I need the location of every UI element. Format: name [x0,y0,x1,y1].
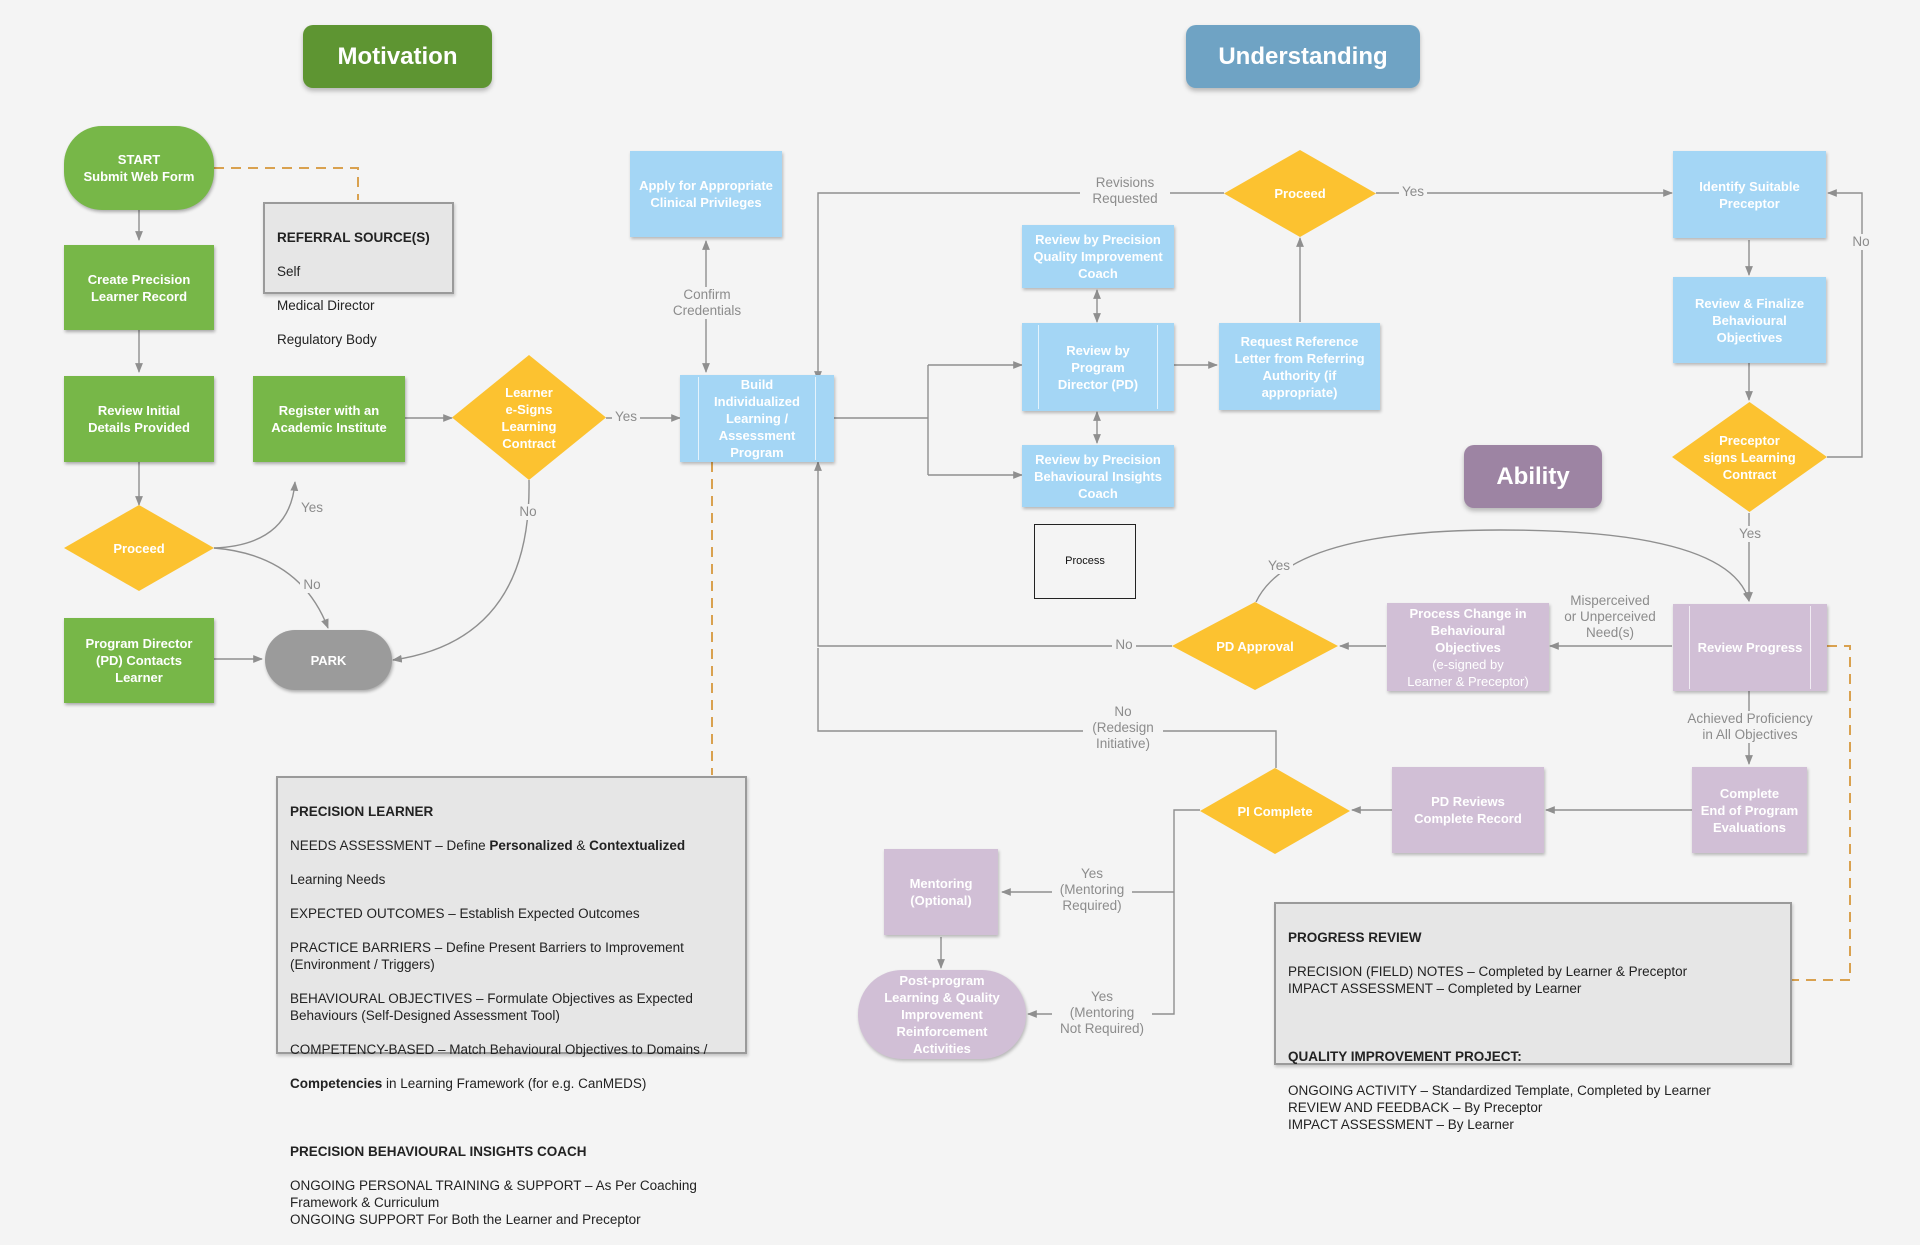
edge-proceed-no-park [213,547,329,629]
review-progress-node[interactable]: Review Progress [1673,604,1827,691]
dashed-start-referral [214,167,359,200]
header-understanding: Understanding [1186,25,1420,88]
referral-source-box: REFERRAL SOURCE(S) Self Medical Director… [263,202,454,347]
header-motivation: Motivation [303,25,492,88]
note-competency: COMPETENCY-BASED – Match Behavioural Obj… [290,1042,708,1057]
review-finalize-node[interactable]: Review & Finalize Behavioural Objectives [1673,277,1826,363]
pd-approval-label: PD Approval [1216,638,1294,654]
referral-title: REFERRAL SOURCE(S) [277,230,430,245]
edge-label-achieved: Achieved Proficiency in All Objectives [1680,711,1820,743]
edge-label-yes-mentoring: Yes (Mentoring Required) [1052,866,1132,914]
request-letter-node[interactable]: Request Reference Letter from Referring … [1219,323,1380,410]
header-ability: Ability [1464,445,1602,508]
note-behavioural: BEHAVIOURAL OBJECTIVES – Formulate Objec… [290,991,693,1023]
edge-label-yes: Yes [1399,184,1427,200]
note-title: PRECISION LEARNER [290,804,434,819]
start-node[interactable]: START Submit Web Form [64,126,214,210]
register-node[interactable]: Register with an Academic Institute [253,376,405,462]
edge-pi-no-redesign [817,648,1277,768]
proceed-decision-1-label: Proceed [113,540,165,556]
edge-approval-yes-loop [1255,529,1751,603]
create-record-node[interactable]: Create Precision Learner Record [64,245,214,330]
identify-preceptor-node[interactable]: Identify Suitable Preceptor [1673,151,1826,238]
progress-lines: PRECISION (FIELD) NOTES – Completed by L… [1288,964,1688,996]
review-initial-node[interactable]: Review Initial Details Provided [64,376,214,462]
edge-label-no: No [516,504,540,520]
edge-label-yes: Yes [1736,526,1764,542]
learner-esigns-label: Learner e-Signs Learning Contract [501,384,557,451]
apply-privileges-node[interactable]: Apply for Appropriate Clinical Privilege… [630,151,782,237]
proceed-decision-2[interactable]: Proceed [1224,150,1376,237]
process-change-subtitle: (e-signed by Learner & Preceptor) [1407,656,1529,689]
edge-label-revisions: Revisions Requested [1080,175,1170,207]
precision-learner-note: PRECISION LEARNER NEEDS ASSESSMENT – Def… [276,776,747,1227]
learner-esigns-decision[interactable]: Learner e-Signs Learning Contract [452,355,606,480]
process-change-node[interactable]: Process Change in Behavioural Objectives… [1387,603,1549,691]
note-needs: NEEDS ASSESSMENT – Define Personalized &… [290,838,686,853]
edge-label-no: No [1849,234,1873,250]
flowchart-canvas: Motivation Understanding Ability START S… [64,25,1873,1227]
review-pd-label: Review by Program Director (PD) [1057,342,1139,392]
edge-label-yes: Yes [298,500,326,516]
process-shape[interactable]: Process [1034,524,1136,599]
note-competency-cont: Competencies in Learning Framework (for … [290,1076,647,1091]
progress-title: PROGRESS REVIEW [1288,930,1422,945]
edge-label-yes: Yes [1265,558,1293,574]
note-coach-title: PRECISION BEHAVIOURAL INSIGHTS COACH [290,1144,587,1159]
preceptor-signs-decision[interactable]: Preceptor signs Learning Contract [1672,402,1827,512]
edge-label-yes-not-required: Yes (Mentoring Not Required) [1052,989,1152,1037]
process-change-title: Process Change in Behavioural Objectives [1409,605,1527,655]
edge-label-misperceived: Misperceived or Unperceived Need(s) [1560,593,1660,641]
referral-item: Regulatory Body [277,332,377,347]
mentoring-node[interactable]: Mentoring (Optional) [884,849,998,935]
complete-evals-node[interactable]: Complete End of Program Evaluations [1692,767,1807,853]
edge-approval-no-build [814,461,1172,647]
build-program-node[interactable]: Build Individualized Learning / Assessme… [680,375,834,462]
dashed-review-progress-note [1792,645,1851,981]
edge-preceptor-no [1827,189,1863,458]
pd-approval-decision[interactable]: PD Approval [1172,602,1338,690]
referral-item: Self [277,264,301,279]
note-needs-cont: Learning Needs [290,872,386,887]
proceed-decision-2-label: Proceed [1274,186,1326,201]
qi-project-lines: ONGOING ACTIVITY – Standardized Template… [1288,1083,1711,1132]
park-node[interactable]: PARK [265,630,392,690]
review-qi-coach-node[interactable]: Review by Precision Quality Improvement … [1022,225,1174,288]
referral-item: Medical Director [277,298,375,313]
edge-build-split [834,365,929,475]
edge-proceed-yes-register [213,481,299,549]
review-bi-coach-node[interactable]: Review by Precision Behavioural Insights… [1022,445,1174,507]
review-pd-node[interactable]: Review by Program Director (PD) [1022,323,1174,411]
preceptor-signs-label: Preceptor signs Learning Contract [1703,432,1796,482]
note-barriers: PRACTICE BARRIERS – Define Present Barri… [290,940,684,972]
edge-learner-no-park [392,479,530,663]
note-coach-lines: ONGOING PERSONAL TRAINING & SUPPORT – As… [290,1178,697,1227]
qi-project-title: QUALITY IMPROVEMENT PROJECT: [1288,1049,1522,1064]
pi-complete-decision[interactable]: PI Complete [1200,768,1350,854]
edge-label-no-redesign: No (Redesign Initiative) [1083,704,1163,752]
pi-complete-label: PI Complete [1237,803,1313,819]
proceed-decision-1[interactable]: Proceed [64,505,214,591]
note-expected: EXPECTED OUTCOMES – Establish Expected O… [290,906,640,921]
edge-label-no: No [300,577,324,593]
edge-label-yes: Yes [612,409,640,425]
build-program-label: Build Individualized Learning / Assessme… [714,377,800,460]
pd-contacts-node[interactable]: Program Director (PD) Contacts Learner [64,618,214,703]
review-progress-label: Review Progress [1697,640,1803,655]
edge-label-no: No [1112,637,1136,653]
post-program-node[interactable]: Post-program Learning & Quality Improvem… [858,970,1026,1059]
progress-review-note: PROGRESS REVIEW PRECISION (FIELD) NOTES … [1274,902,1792,1132]
pd-reviews-node[interactable]: PD Reviews Complete Record [1392,767,1544,853]
edge-label-confirm: Confirm Credentials [664,287,750,319]
